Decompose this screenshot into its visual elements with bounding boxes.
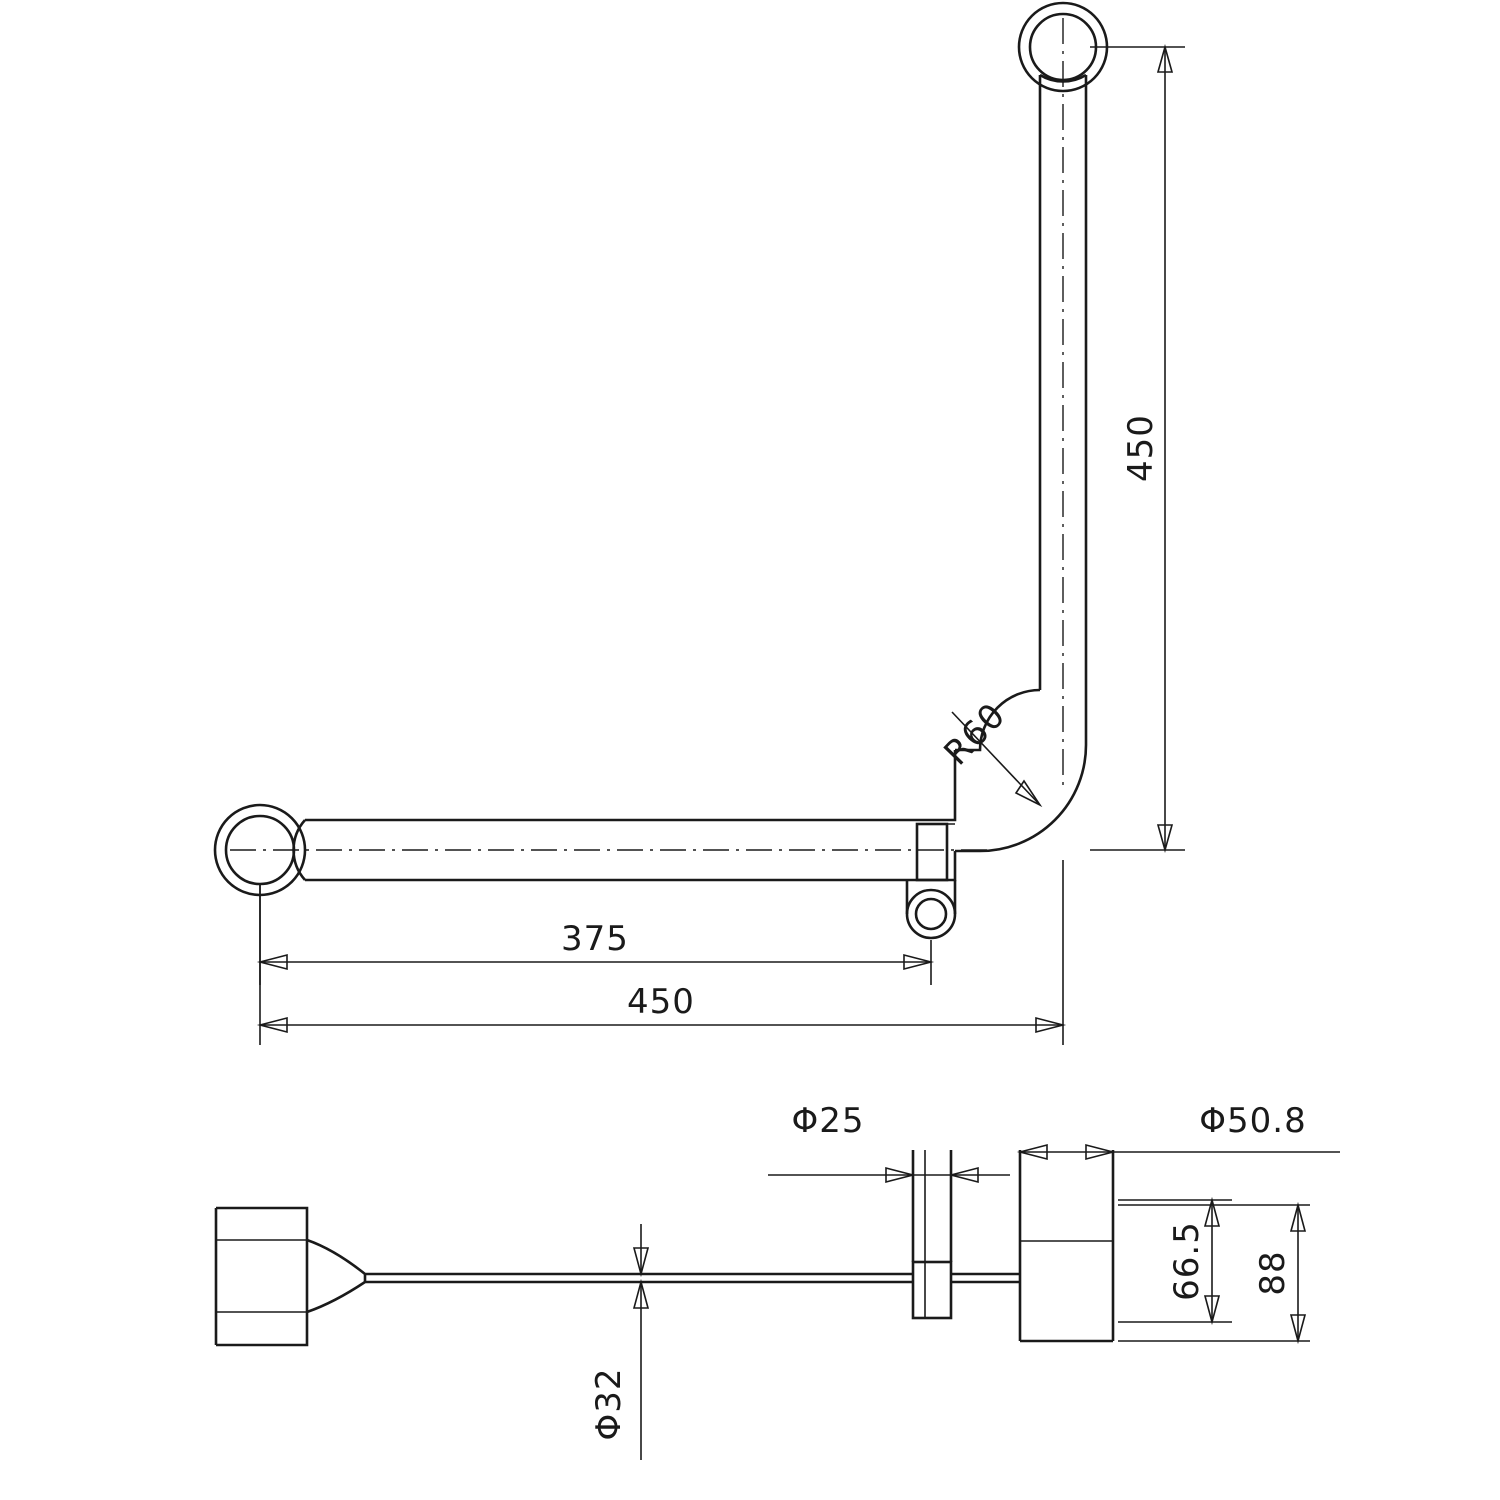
- dimension-label-diameter-32: Φ32: [589, 1367, 629, 1440]
- dimension-diameter-32: Φ32: [589, 1224, 650, 1460]
- side-view: Φ25 Φ50.8 66.5: [214, 1101, 1340, 1460]
- dimension-label-diameter-25: Φ25: [791, 1101, 864, 1141]
- dimension-vertical-450: 450: [1090, 44, 1185, 853]
- dimension-label-diameter-50-8: Φ50.8: [1199, 1101, 1306, 1141]
- dimension-height-88: 88: [1118, 1201, 1310, 1345]
- horizontal-arm: [213, 750, 957, 897]
- dimension-horizontal-450: 450: [256, 860, 1067, 1045]
- dimension-diameter-25: Φ25: [768, 1101, 1010, 1184]
- dimension-label-66-5: 66.5: [1167, 1221, 1207, 1301]
- dimension-horizontal-375: 375: [256, 884, 935, 985]
- joint-collar: [915, 822, 955, 882]
- dimension-label-450-horizontal: 450: [627, 982, 695, 1022]
- dimension-diameter-50-8: Φ50.8: [1016, 1101, 1340, 1161]
- dimension-label-vertical-450: 450: [1121, 414, 1161, 482]
- front-view: 450 R60 375: [213, 1, 1185, 1045]
- dimension-label-r60: R60: [936, 695, 1013, 773]
- dimension-label-88: 88: [1253, 1250, 1293, 1295]
- dimension-label-375: 375: [561, 919, 629, 959]
- dimension-radius-60: R60: [936, 695, 1043, 808]
- side-bar-body: [306, 1238, 913, 1314]
- mounting-boss: [905, 880, 957, 940]
- side-collar: [911, 1260, 1020, 1320]
- left-mounting-plate: [214, 1206, 309, 1347]
- dimension-height-66-5: 66.5: [1118, 1196, 1232, 1326]
- side-vertical-tube: [911, 1150, 953, 1262]
- side-flange-tube: [1018, 1150, 1115, 1343]
